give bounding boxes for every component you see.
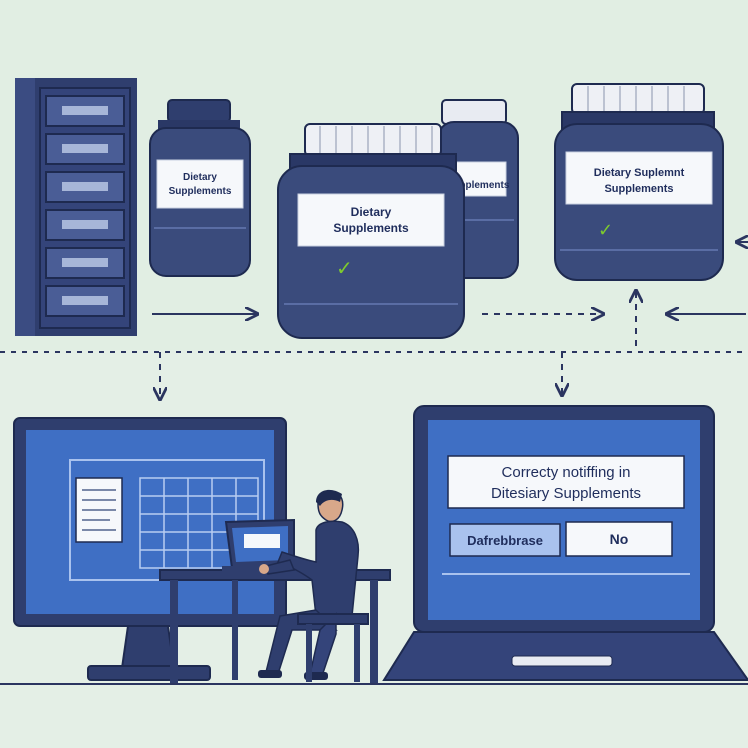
laptop-icon: Correcty notiffing in Ditesiary Suppleme… <box>382 405 748 681</box>
jar-label-line2: Supplements <box>447 180 510 191</box>
jar-label-line2: Supplements <box>169 186 232 197</box>
supplement-jar-large-center: Dietary Supplements ✓ <box>277 123 465 339</box>
dialog-line2: Ditesiary Supplements <box>491 485 641 502</box>
jar-cap <box>441 99 507 125</box>
jar-label-line2: Supplements <box>333 221 409 235</box>
check-icon: ✓ <box>336 256 353 280</box>
laptop-screen <box>428 420 700 620</box>
trackpad <box>511 655 613 667</box>
person-icon <box>258 489 360 680</box>
jar-cap <box>304 123 442 157</box>
dialog-box <box>447 455 685 509</box>
jar-label <box>297 193 445 247</box>
field-label: Dafrebbrase <box>467 533 543 548</box>
jar-label <box>156 159 244 209</box>
flow-arrows <box>0 242 748 398</box>
supplement-jar-large-right: Dietary Suplemnt Supplements ✓ <box>554 83 724 281</box>
field-value-box[interactable] <box>565 521 673 557</box>
dialog-line1: Correcty notiffing in <box>502 464 631 481</box>
monitor-base <box>87 665 211 681</box>
filing-cabinet-icon <box>15 78 137 336</box>
supplement-jar-small-left: Dietary Supplements <box>149 99 251 277</box>
jar-label-line1: Dietary Suplemnt <box>594 167 685 179</box>
chair <box>297 613 369 682</box>
jar-label <box>565 151 713 205</box>
field-value: No <box>610 531 629 547</box>
check-icon: ✓ <box>598 220 613 241</box>
monitor-stand <box>120 625 176 669</box>
jar-label-line2: Supplements <box>604 183 673 195</box>
jar-label-line1: Dietary <box>351 205 392 219</box>
jar-label-line1: Dietary <box>183 172 217 183</box>
field-label-box <box>449 523 561 557</box>
jar-cap <box>167 99 231 123</box>
